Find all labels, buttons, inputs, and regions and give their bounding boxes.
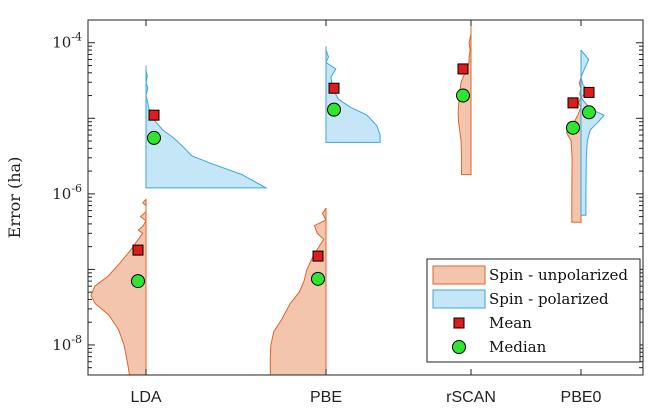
mean-marker-left-lda	[132, 244, 144, 256]
violin-polarized-pbe	[325, 46, 381, 143]
legend-swatch-median	[452, 340, 466, 354]
markers-layer	[131, 63, 596, 289]
x-tick-label-lda: LDA	[130, 389, 161, 406]
violin-unpolarized-pbe0	[565, 77, 582, 223]
mean-marker-left-rscan	[457, 63, 469, 75]
legend-swatch-unpolarized	[432, 265, 486, 285]
x-tick-label-rscan: rSCAN	[446, 389, 496, 406]
violin-polarized-lda	[145, 65, 268, 189]
legend-label: Median	[489, 338, 547, 356]
legend-label: Spin - polarized	[489, 290, 609, 308]
median-marker-right-lda	[147, 130, 161, 145]
mean-marker-left-pbe0	[567, 97, 579, 109]
median-marker-left-pbe0	[566, 120, 580, 135]
median-marker-right-pbe0	[582, 105, 596, 120]
y-tick-label: 10-4	[52, 31, 82, 52]
mean-marker-right-lda	[148, 109, 160, 121]
legend-label: Spin - unpolarized	[489, 266, 628, 284]
mean-marker-right-pbe0	[583, 86, 595, 98]
y-tick-label: 10-8	[52, 333, 82, 354]
median-marker-left-lda	[131, 274, 145, 289]
median-marker-left-rscan	[456, 88, 470, 103]
x-tick-label-pbe0: PBE0	[561, 389, 602, 406]
legend-swatch-mean	[453, 317, 465, 329]
y-tick-label: 10-6	[52, 182, 82, 203]
violin-polarized-pbe0	[580, 49, 605, 216]
median-marker-left-pbe	[311, 271, 325, 286]
mean-marker-left-pbe	[312, 250, 324, 262]
median-marker-right-pbe	[327, 102, 341, 117]
legend-label: Mean	[489, 314, 532, 332]
legend-swatch-polarized	[432, 289, 486, 309]
mean-marker-right-pbe	[328, 82, 340, 94]
y-axis-title: Error (ha)	[5, 157, 24, 239]
violin-unpolarized-pbe	[269, 207, 327, 376]
x-tick-label-pbe: PBE	[310, 389, 342, 406]
